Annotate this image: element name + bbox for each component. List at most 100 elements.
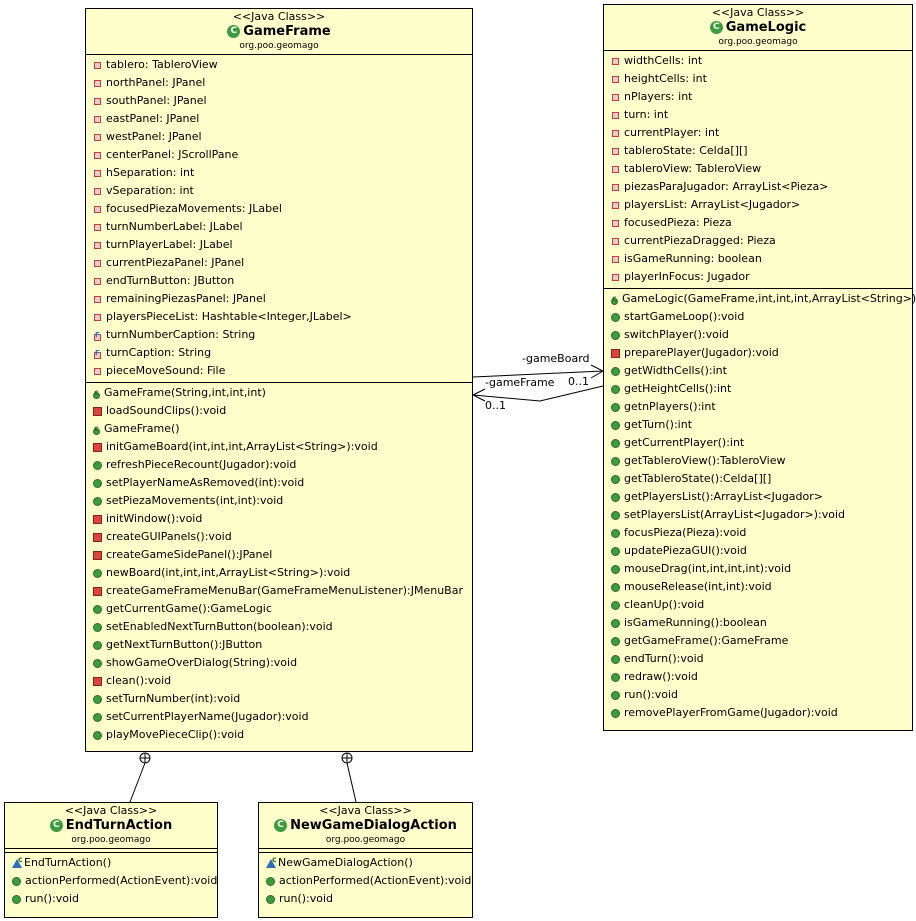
field-row[interactable]: turnCaption: String (86, 344, 472, 362)
method-row[interactable]: GameFrame(String,int,int,int) (86, 384, 472, 402)
method-row[interactable]: setPlayersList(ArrayList<Jugador>):void (604, 506, 912, 524)
method-row[interactable]: EndTurnAction() (5, 851, 217, 872)
method-text: setEnabledNextTurnButton(boolean):void (106, 620, 333, 633)
field-row[interactable]: centerPanel: JScrollPane (86, 146, 472, 164)
field-row[interactable]: turnNumberLabel: JLabel (86, 218, 472, 236)
field-row[interactable]: eastPanel: JPanel (86, 110, 472, 128)
method-row[interactable]: actionPerformed(ActionEvent):void (259, 872, 472, 890)
method-row[interactable]: mouseDrag(int,int,int,int):void (604, 560, 912, 578)
method-row[interactable]: setPlayerNameAsRemoved(int):void (86, 474, 472, 492)
private-field-icon (612, 111, 619, 119)
method-row[interactable]: setTurnNumber(int):void (86, 690, 472, 708)
field-row[interactable]: turnNumberCaption: String (86, 326, 472, 344)
method-text: getWidthCells():int (624, 364, 727, 377)
method-row[interactable]: createGameSidePanel():JPanel (86, 546, 472, 564)
method-row[interactable]: newBoard(int,int,int,ArrayList<String>):… (86, 564, 472, 582)
method-row[interactable]: removePlayerFromGame(Jugador):void (604, 704, 912, 722)
method-row[interactable]: refreshPieceRecount(Jugador):void (86, 456, 472, 474)
field-row[interactable]: piezasParaJugador: ArrayList<Pieza> (604, 178, 912, 196)
field-row[interactable]: turn: int (604, 106, 912, 124)
field-row[interactable]: southPanel: JPanel (86, 92, 472, 110)
method-row[interactable]: getTurn():int (604, 416, 912, 434)
field-row[interactable]: endTurnButton: JButton (86, 272, 472, 290)
method-row[interactable]: getTableroState():Celda[][] (604, 470, 912, 488)
field-row[interactable]: currentPiezaDragged: Pieza (604, 232, 912, 250)
method-row[interactable]: setCurrentPlayerName(Jugador):void (86, 708, 472, 726)
method-row[interactable]: getTableroView():TableroView (604, 452, 912, 470)
method-row[interactable]: updatePiezaGUI():void (604, 542, 912, 560)
field-row[interactable]: heightCells: int (604, 70, 912, 88)
method-row[interactable]: loadSoundClips():void (86, 402, 472, 420)
class-icon: C (709, 21, 723, 34)
field-row[interactable]: isGameRunning: boolean (604, 250, 912, 268)
field-row[interactable]: playersPieceList: Hashtable<Integer,JLab… (86, 308, 472, 326)
method-row[interactable]: getPlayersList():ArrayList<Jugador> (604, 488, 912, 506)
method-row[interactable]: GameFrame() (86, 420, 472, 438)
method-row[interactable]: redraw():void (604, 668, 912, 686)
method-row[interactable]: getGameFrame():GameFrame (604, 632, 912, 650)
method-row[interactable]: getnPlayers():int (604, 398, 912, 416)
method-text: newBoard(int,int,int,ArrayList<String>):… (106, 566, 351, 579)
method-row[interactable]: run():void (259, 890, 472, 908)
method-row[interactable]: endTurn():void (604, 650, 912, 668)
method-row[interactable]: GameLogic(GameFrame,int,int,int,ArrayLis… (604, 290, 916, 308)
field-row[interactable]: widthCells: int (604, 52, 912, 70)
method-row[interactable]: getHeightCells():int (604, 380, 912, 398)
method-row[interactable]: run():void (5, 890, 217, 908)
association-gameboard-arrowhead (590, 364, 605, 379)
field-row[interactable]: focusedPiezaMovements: JLabel (86, 200, 472, 218)
methods-section: NewGameDialogAction()actionPerformed(Act… (259, 851, 472, 910)
field-row[interactable]: playersList: ArrayList<Jugador> (604, 196, 912, 214)
method-row[interactable]: getNextTurnButton():JButton (86, 636, 472, 654)
field-text: turnPlayerLabel: JLabel (106, 238, 233, 251)
field-row[interactable]: tablero: TableroView (86, 56, 472, 74)
field-row[interactable]: remainingPiezasPanel: JPanel (86, 290, 472, 308)
method-row[interactable]: createGUIPanels():void (86, 528, 472, 546)
method-row[interactable]: startGameLoop():void (604, 308, 912, 326)
field-row[interactable]: northPanel: JPanel (86, 74, 472, 92)
method-row[interactable]: showGameOverDialog(String):void (86, 654, 472, 672)
method-row[interactable]: focusPieza(Pieza):void (604, 524, 912, 542)
method-row[interactable]: createGameFrameMenuBar(GameFrameMenuList… (86, 582, 472, 600)
method-row[interactable]: initGameBoard(int,int,int,ArrayList<Stri… (86, 438, 472, 456)
method-row[interactable]: mouseRelease(int,int):void (604, 578, 912, 596)
method-row[interactable]: playMovePieceClip():void (86, 726, 472, 744)
field-row[interactable]: pieceMoveSound: File (86, 362, 472, 380)
constructor-icon (93, 420, 100, 438)
method-row[interactable]: getCurrentPlayer():int (604, 434, 912, 452)
method-row[interactable]: initWindow():void (86, 510, 472, 528)
method-row[interactable]: setPiezaMovements(int,int):void (86, 492, 472, 510)
field-row[interactable]: currentPiezaPanel: JPanel (86, 254, 472, 272)
method-row[interactable]: run():void (604, 686, 912, 704)
field-text: turnNumberLabel: JLabel (106, 220, 243, 233)
method-row[interactable]: preparePlayer(Jugador):void (604, 344, 912, 362)
method-row[interactable]: getWidthCells():int (604, 362, 912, 380)
method-row[interactable]: isGameRunning():boolean (604, 614, 912, 632)
field-row[interactable]: westPanel: JPanel (86, 128, 472, 146)
field-row[interactable]: vSeparation: int (86, 182, 472, 200)
field-row[interactable]: focusedPieza: Pieza (604, 214, 912, 232)
method-row[interactable]: switchPlayer():void (604, 326, 912, 344)
method-row[interactable]: getCurrentGame():GameLogic (86, 600, 472, 618)
field-text: heightCells: int (624, 72, 707, 85)
public-method-icon (611, 654, 620, 664)
field-row[interactable]: turnPlayerLabel: JLabel (86, 236, 472, 254)
field-row[interactable]: hSeparation: int (86, 164, 472, 182)
method-row[interactable]: actionPerformed(ActionEvent):void (5, 872, 217, 890)
method-row[interactable]: NewGameDialogAction() (259, 851, 472, 872)
field-row[interactable]: playerInFocus: Jugador (604, 268, 912, 286)
nesting-connector-newgamedialogaction (346, 762, 357, 803)
private-field-icon (94, 313, 101, 321)
method-row[interactable]: cleanUp():void (604, 596, 912, 614)
field-row[interactable]: tableroView: TableroView (604, 160, 912, 178)
field-row[interactable]: tableroState: Celda[][] (604, 142, 912, 160)
field-row[interactable]: nPlayers: int (604, 88, 912, 106)
method-row[interactable]: clean():void (86, 672, 472, 690)
field-row[interactable]: currentPlayer: int (604, 124, 912, 142)
method-row[interactable]: setEnabledNextTurnButton(boolean):void (86, 618, 472, 636)
